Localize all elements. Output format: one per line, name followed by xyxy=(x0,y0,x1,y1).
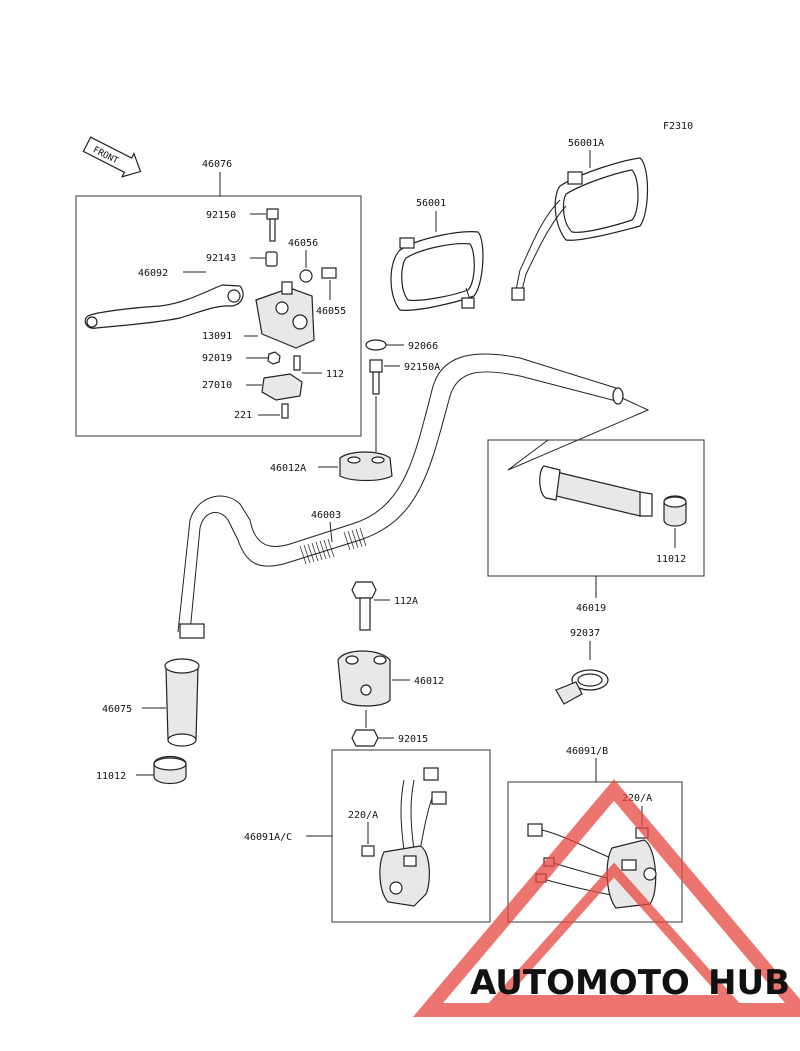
label-112A: 112A xyxy=(394,596,418,607)
screw-221 xyxy=(281,403,289,419)
bolt-92150A xyxy=(369,359,383,373)
label-220A-right: 220/A xyxy=(622,793,652,804)
label-46075: 46075 xyxy=(102,704,132,715)
watermark-text-automoto: AUTOMOTO xyxy=(470,963,690,1003)
label-27010: 27010 xyxy=(202,380,232,391)
grip-46075 xyxy=(164,658,200,747)
label-46092: 46092 xyxy=(138,268,168,279)
screw-220A-left xyxy=(361,845,375,857)
nut-92015 xyxy=(351,729,379,747)
label-92150A: 92150A xyxy=(404,362,440,373)
label-46056: 46056 xyxy=(288,238,318,249)
lever-assembly-box xyxy=(75,195,362,437)
label-92037: 92037 xyxy=(570,628,600,639)
label-46019: 46019 xyxy=(576,603,606,614)
label-11012-left: 11012 xyxy=(96,771,126,782)
right-switch-box xyxy=(507,781,683,923)
watermark-logo xyxy=(412,779,800,1017)
label-112: 112 xyxy=(326,369,344,380)
clamp-46012A xyxy=(339,451,393,482)
figure-code: F2310 xyxy=(663,121,693,132)
label-221: 221 xyxy=(234,410,252,421)
screw-112 xyxy=(293,355,301,371)
bar-end-cap-11012-left xyxy=(153,755,187,785)
label-92066: 92066 xyxy=(408,341,438,352)
label-92150: 92150 xyxy=(206,210,236,221)
label-92019: 92019 xyxy=(202,353,232,364)
switch-27010 xyxy=(261,373,303,401)
label-56001: 56001 xyxy=(416,198,446,209)
label-46055: 46055 xyxy=(316,306,346,317)
label-46091AC: 46091A/C xyxy=(244,832,292,843)
label-46012: 46012 xyxy=(414,676,444,687)
throttle-grip xyxy=(539,465,653,517)
clamp-92037 xyxy=(555,669,609,705)
label-46076: 46076 xyxy=(202,159,232,170)
label-92143: 92143 xyxy=(206,253,236,264)
bolt-92150 xyxy=(266,208,279,242)
washer-92066 xyxy=(365,339,387,351)
label-56001A: 56001A xyxy=(568,138,604,149)
front-arrow-icon: FRONT xyxy=(82,136,142,178)
clamp-46012 xyxy=(337,650,391,707)
nut-46056 xyxy=(299,269,313,283)
label-92015: 92015 xyxy=(398,734,428,745)
label-46012A: 46012A xyxy=(270,463,306,474)
label-11012-right: 11012 xyxy=(656,554,686,565)
bolt-112A xyxy=(351,581,377,631)
screw-46055 xyxy=(321,267,337,279)
label-13091: 13091 xyxy=(202,331,232,342)
label-220A-left: 220/A xyxy=(348,810,378,821)
label-46091B: 46091/B xyxy=(566,746,608,757)
collar-92143 xyxy=(265,251,278,267)
mirror-56001 xyxy=(390,231,484,311)
watermark-text-hub: HUB xyxy=(708,963,790,1003)
bar-end-cap-11012-right xyxy=(663,495,687,527)
lever-46092 xyxy=(84,284,244,329)
left-switch-housing xyxy=(379,767,447,907)
mirror-56001A xyxy=(511,157,649,301)
nut-92019 xyxy=(267,351,281,365)
label-46003: 46003 xyxy=(311,510,341,521)
handlebar-46003 xyxy=(177,353,624,639)
